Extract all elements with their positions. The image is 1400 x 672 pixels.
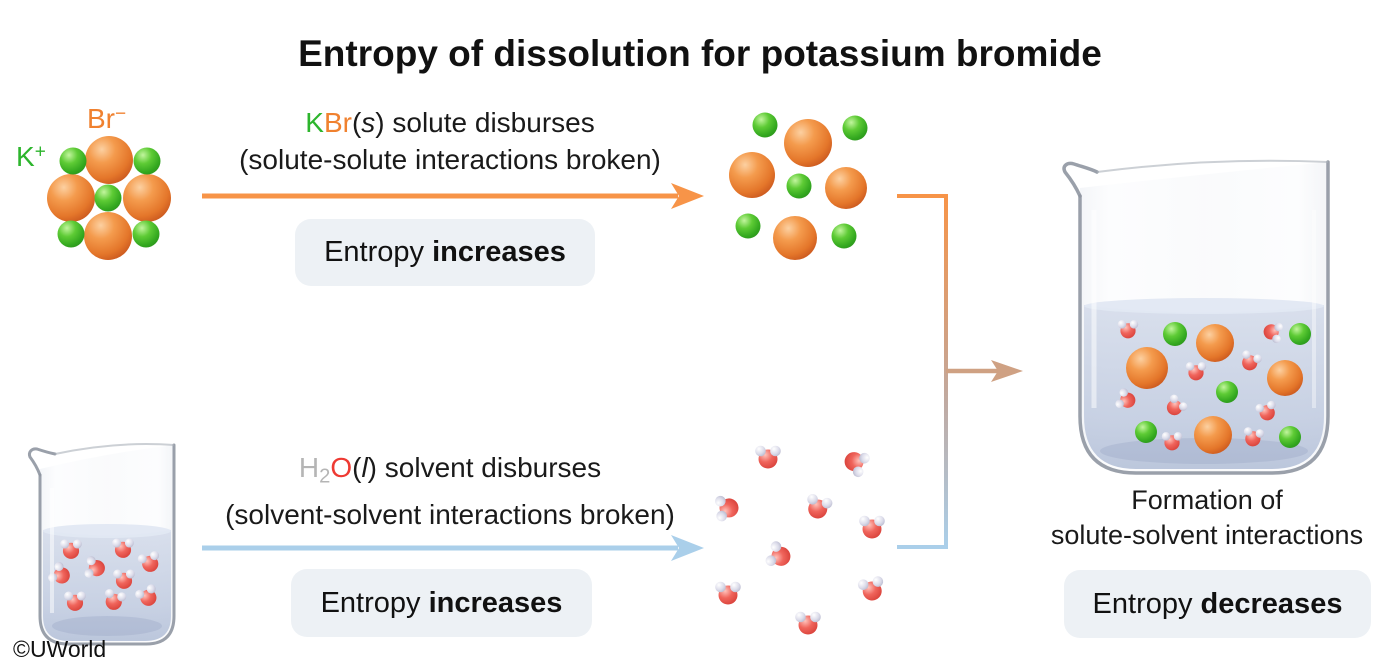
potassium-ion-label: K+ [16,141,46,172]
potassium-ion-sphere [842,115,868,141]
water-bottom-shade [52,616,162,636]
solvent-arrow [202,535,704,561]
potassium-ion-sphere [786,173,812,199]
water-molecule [1242,350,1262,371]
solvent-caption: H2O(l) solvent disburses (solvent-solven… [200,449,700,533]
solvent-caption-line1: H2O(l) solvent disburses [298,452,602,488]
result-arrow [946,360,1023,382]
beaker-spout [28,447,57,477]
merge-bracket [897,194,948,549]
water-molecule [1255,400,1276,421]
water-molecule [1263,322,1283,344]
beaker-glass-outline [1078,160,1330,475]
water-surface [43,524,171,538]
water-molecule [755,445,781,469]
bromide-ion-sphere [729,152,775,198]
water-molecule [84,556,105,578]
solute-caption-line1: KBr(s) solute disburses [305,107,595,138]
solute-caption: KBr(s) solute disburses (solute-solute i… [200,104,700,178]
water-molecule [1161,432,1183,451]
water-molecule [795,611,821,635]
potassium-ion-sphere [94,184,122,212]
result-caption: Formation of solute-solvent interactions [1009,483,1400,553]
beaker-contents [48,538,160,611]
bromide-ion-sphere [784,119,832,167]
water-molecule [1243,427,1265,447]
bromide-ion-sphere [1267,360,1303,396]
beaker-spout [1062,161,1099,198]
water-molecule [1166,394,1188,416]
potassium-ion-sphere [831,223,857,249]
water-molecule [859,515,885,539]
potassium-ion-sphere [132,220,160,248]
bromide-ion-sphere [1196,324,1234,362]
potassium-ion-sphere [752,112,778,138]
water-molecule [715,495,739,522]
water-molecule [104,589,127,610]
entropy-increases-badge-solvent: Entropy increases [291,569,592,637]
bromide-ion-sphere [123,174,171,222]
potassium-ion-sphere [57,220,85,248]
potassium-ion-sphere [1216,381,1238,403]
result-caption-line1: Formation of [1131,485,1283,515]
beaker-contents [1115,320,1311,454]
potassium-ion-sphere [59,147,87,175]
result-caption-line2: solute-solvent interactions [1050,520,1364,550]
water-molecule [844,452,870,478]
water-molecule [112,538,134,558]
water-molecule [807,493,833,519]
bromide-ion-sphere [85,136,133,184]
dispersed-water-illustration [715,445,885,635]
solution-beaker-illustration [1062,159,1330,475]
water-molecule [857,576,884,601]
potassium-ion-sphere [1289,323,1311,345]
water-surface [1084,298,1324,314]
water-beaker-illustration [28,443,176,646]
water-molecule [113,569,135,589]
beaker-rim [1096,159,1329,173]
potassium-ion-sphere [1279,426,1301,448]
solvent-caption-line2: (solvent-solvent interactions broken) [225,498,675,530]
potassium-ion-sphere [133,147,161,175]
water-molecule [1117,320,1139,339]
bromide-ion-sphere [47,174,95,222]
water-molecule [64,591,86,611]
water-molecule [137,551,160,572]
bromide-ion-sphere [1126,347,1168,389]
bromide-ion-sphere [1194,416,1232,454]
bromide-ion-label: Br− [87,103,127,134]
beaker-rim [54,443,175,455]
potassium-ion-sphere [1135,421,1157,443]
potassium-ion-sphere [735,213,761,239]
page-title: Entropy of dissolution for potassium bro… [298,33,1102,74]
water-molecule [60,539,82,559]
kbr-crystal-illustration [47,136,171,260]
copyright-watermark: ©UWorld [13,636,107,662]
dispersed-ions-illustration [729,112,868,260]
water-molecule [1115,388,1136,408]
bromide-ion-sphere [84,212,132,260]
entropy-increases-badge-solute: Entropy increases [295,219,595,286]
beaker-glass-outline [38,443,176,646]
solute-arrow [202,183,704,209]
water-molecule [1185,362,1207,381]
water-molecule [715,581,741,605]
potassium-ion-sphere [1163,322,1187,346]
water-molecule [765,541,791,566]
bromide-ion-sphere [773,216,817,260]
bromide-ion-sphere [825,167,867,209]
solute-caption-line2: (solute-solute interactions broken) [239,144,661,175]
water-molecule [135,584,157,606]
entropy-decreases-badge: Entropy decreases [1064,570,1371,638]
